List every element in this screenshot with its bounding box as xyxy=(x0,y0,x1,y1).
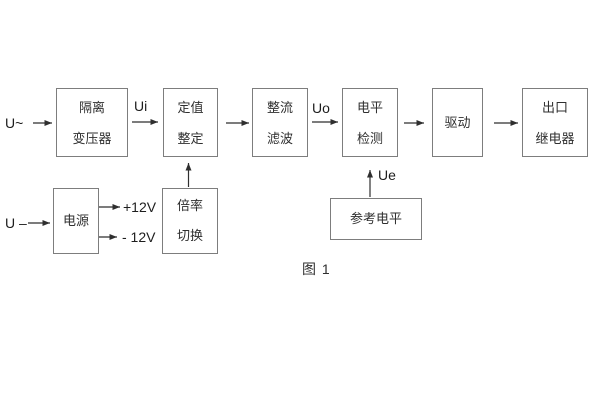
block-label: 定值 xyxy=(177,99,204,115)
block-label: 变压器 xyxy=(72,130,112,146)
block-isolation-transformer: 隔离 变压器 xyxy=(56,88,128,157)
block-label: 滤波 xyxy=(266,130,293,146)
block-label: 电源 xyxy=(62,213,89,228)
label-rail-pos: +12V xyxy=(123,199,157,215)
block-power-supply: 电源 xyxy=(53,188,99,254)
label-input-dc: U – xyxy=(5,215,27,231)
block-label: 检测 xyxy=(356,130,383,146)
label-signal-ui: Ui xyxy=(134,98,148,114)
block-setting-adjust: 定值 整定 xyxy=(163,88,218,157)
block-label: 驱动 xyxy=(444,114,471,130)
block-label: 电平 xyxy=(356,99,383,115)
label-rail-neg: - 12V xyxy=(122,229,156,245)
block-ratio-switch: 倍率 切换 xyxy=(162,188,218,254)
block-label: 出口 xyxy=(541,99,568,115)
label-signal-uo: Uo xyxy=(312,100,330,116)
block-label: 参考电平 xyxy=(349,211,402,226)
block-drive: 驱动 xyxy=(432,88,483,157)
label-input-ac: U~ xyxy=(5,115,24,131)
figure-caption: 图 1 xyxy=(302,261,331,277)
block-reference-level: 参考电平 xyxy=(330,198,422,240)
block-label: 整流 xyxy=(266,99,293,115)
block-label: 切换 xyxy=(176,228,203,243)
block-label: 继电器 xyxy=(535,130,575,146)
label-signal-ue: Ue xyxy=(378,167,396,183)
block-output-relay: 出口 继电器 xyxy=(522,88,588,157)
block-label: 整定 xyxy=(177,130,204,146)
block-label: 隔离 xyxy=(78,99,105,115)
block-level-detect: 电平 检测 xyxy=(342,88,398,157)
block-rectifier-filter: 整流 滤波 xyxy=(252,88,308,157)
block-label: 倍率 xyxy=(176,198,203,213)
